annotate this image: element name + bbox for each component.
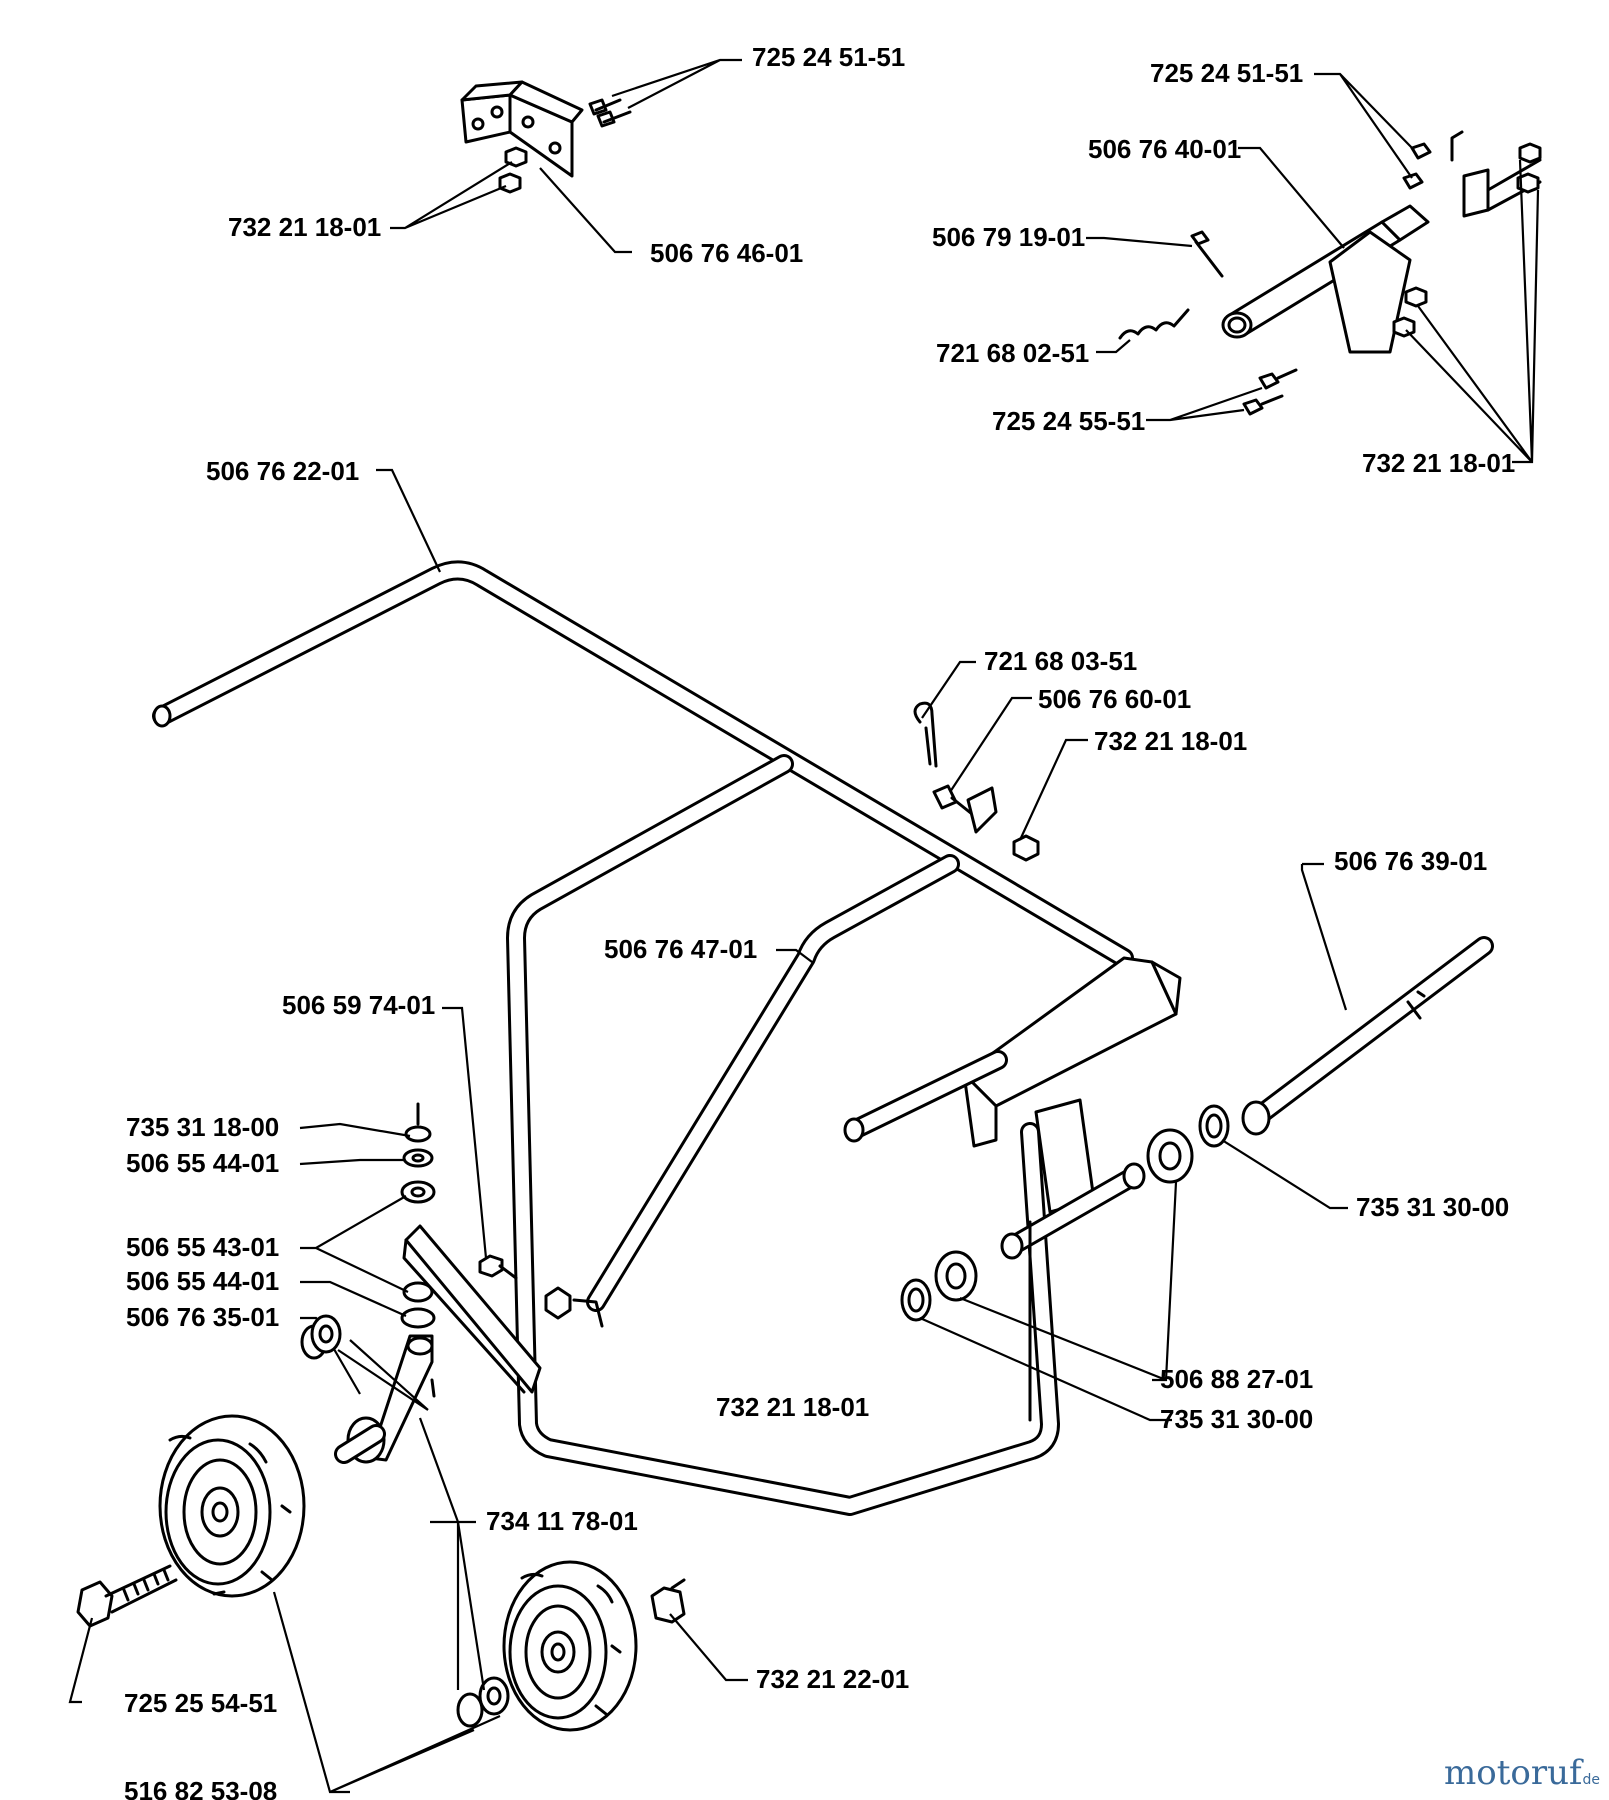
label-721-68-03-51: 721 68 03-51 [984, 646, 1137, 676]
leader-lines-axle [919, 862, 1348, 1422]
wheel-hardware [76, 1314, 686, 1728]
label-506-76-39-01: 506 76 39-01 [1334, 846, 1487, 876]
label-732-21-22-01: 732 21 22-01 [756, 1664, 909, 1694]
label-732-21-18-01-c: 732 21 18-01 [1094, 726, 1247, 756]
caster-washers [400, 1102, 436, 1329]
label-725-24-55-51: 725 24 55-51 [992, 406, 1145, 436]
part-labels: 725 24 51-51 732 21 18-01 506 76 46-01 7… [124, 42, 1515, 1800]
pivot-arm-506-76-40-01 [1118, 130, 1542, 416]
center-bracket [843, 956, 1182, 1422]
caster-mount [402, 1224, 604, 1394]
label-734-11-78-01: 734 11 78-01 [486, 1506, 638, 1536]
label-735-31-30-00-a: 735 31 30-00 [1356, 1192, 1509, 1222]
pivot-parts-center [913, 701, 1040, 862]
label-506-55-43-01: 506 55 43-01 [126, 1232, 279, 1262]
label-732-21-18-01-d: 732 21 18-01 [716, 1392, 869, 1422]
axle-tube-506-76-39-01 [1241, 936, 1494, 1136]
leader-line-handle [376, 468, 441, 573]
label-732-21-18-01-b: 732 21 18-01 [1362, 448, 1515, 478]
caster-fork-506-76-35-01 [334, 1334, 436, 1464]
label-725-24-51-51-b: 725 24 51-51 [1150, 58, 1303, 88]
watermark-logo: motoruf .de [1444, 1753, 1600, 1793]
label-735-31-30-00-b: 735 31 30-00 [1160, 1404, 1313, 1434]
leader-lines-wheels [68, 1339, 748, 1794]
label-506-76-22-01: 506 76 22-01 [206, 456, 359, 486]
wheel-right-516-82-53-08 [502, 1560, 638, 1732]
label-725-24-51-51-a: 725 24 51-51 [752, 42, 905, 72]
label-721-68-02-51: 721 68 02-51 [936, 338, 1089, 368]
washers-axle [900, 1104, 1230, 1322]
label-506-76-40-01: 506 76 40-01 [1088, 134, 1241, 164]
label-506-79-19-01: 506 79 19-01 [932, 222, 1085, 252]
watermark-suffix: .de [1578, 1772, 1600, 1788]
label-506-76-46-01: 506 76 46-01 [650, 238, 803, 268]
label-506-59-74-01: 506 59 74-01 [282, 990, 435, 1020]
label-506-76-60-01: 506 76 60-01 [1038, 684, 1191, 714]
label-506-88-27-01: 506 88 27-01 [1160, 1364, 1313, 1394]
label-732-21-18-01-a: 732 21 18-01 [228, 212, 381, 242]
watermark-brand: motoruf [1444, 1753, 1584, 1793]
bracket-506-76-46-01 [460, 80, 632, 194]
label-725-25-54-51: 725 25 54-51 [124, 1688, 277, 1718]
leader-lines-top-left [390, 58, 742, 254]
wheel-left-516-82-53-08 [158, 1414, 306, 1598]
handle-tube-506-76-22-01 [152, 560, 1134, 968]
label-506-76-47-01: 506 76 47-01 [604, 934, 757, 964]
leader-lines-top-right [1086, 72, 1540, 464]
label-735-31-18-00: 735 31 18-00 [126, 1112, 279, 1142]
label-506-55-44-01-b: 506 55 44-01 [126, 1266, 279, 1296]
label-506-76-35-01: 506 76 35-01 [126, 1302, 279, 1332]
leader-lines-center-pivot [776, 660, 1088, 963]
label-506-55-44-01-a: 506 55 44-01 [126, 1148, 279, 1178]
label-516-82-53-08: 516 82 53-08 [124, 1776, 277, 1800]
